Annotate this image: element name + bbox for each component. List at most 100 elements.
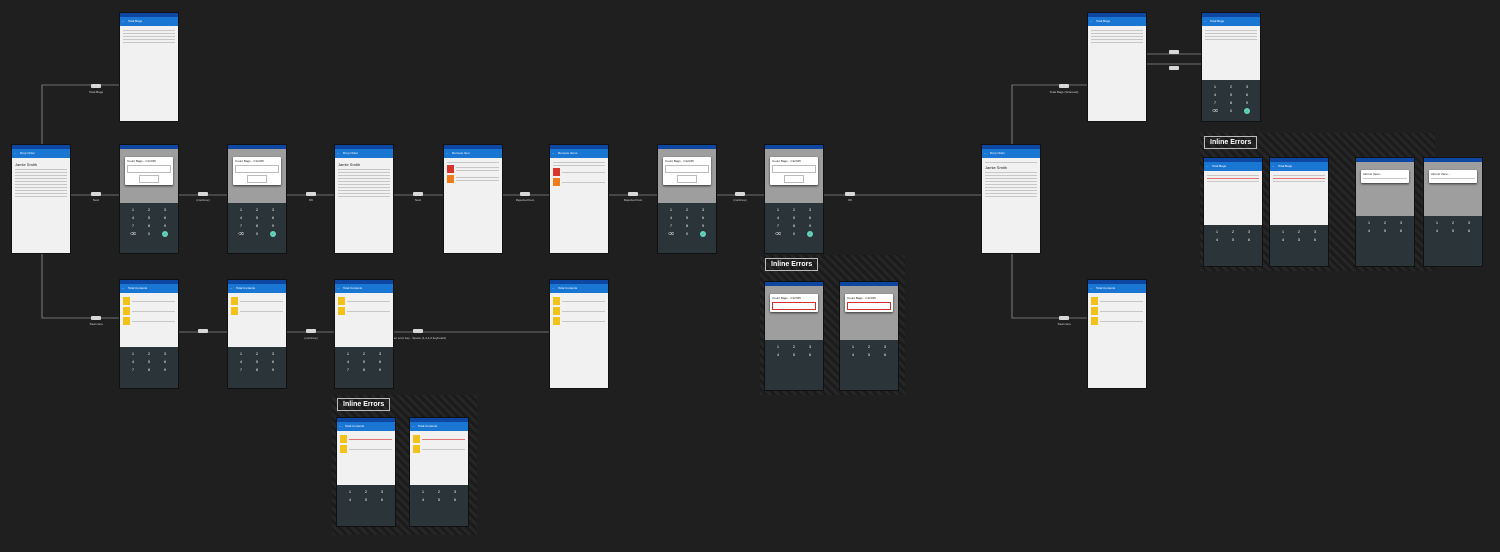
keypad-key[interactable]: 2	[685, 207, 689, 212]
keypad-key[interactable]: 4	[669, 215, 673, 220]
keypad-key[interactable]: 4	[776, 215, 780, 220]
keypad-key[interactable]: 6	[883, 352, 887, 357]
keypad-key[interactable]: 8	[685, 223, 689, 228]
keypad-key[interactable]: 2	[362, 351, 366, 356]
keypad-key[interactable]: 2	[1229, 84, 1233, 89]
keypad-key[interactable]: 5	[147, 215, 151, 220]
keypad-key[interactable]: 2	[867, 344, 871, 349]
keypad-key[interactable]: 6	[271, 215, 275, 220]
keypad-key[interactable]: 2	[364, 489, 368, 494]
keypad-key[interactable]: 5	[1231, 237, 1235, 242]
keypad-key[interactable]: 3	[883, 344, 887, 349]
keypad-key[interactable]: 2	[792, 344, 796, 349]
keypad-key[interactable]: 9	[1245, 100, 1249, 105]
phone-total-bags-2[interactable]: ←Total Bags	[1088, 13, 1146, 121]
keypad-key[interactable]: 6	[808, 215, 812, 220]
keypad-key[interactable]: 5	[867, 352, 871, 357]
keypad-key[interactable]: 7	[669, 223, 673, 228]
keypad-key[interactable]: 0	[255, 231, 259, 236]
keypad-key[interactable]: 9	[378, 367, 382, 372]
keypad-key[interactable]: ⌫	[775, 231, 781, 236]
keypad-key[interactable]: 1	[851, 344, 855, 349]
keypad-key[interactable]: 0	[147, 231, 151, 236]
keypad-key[interactable]: ⌫	[1212, 108, 1218, 113]
keypad-key[interactable]: 5	[255, 215, 259, 220]
keypad-key[interactable]: 6	[378, 359, 382, 364]
keypad-key[interactable]: 2	[437, 489, 441, 494]
keypad-key[interactable]: 8	[147, 223, 151, 228]
keypad-key[interactable]: 6	[163, 359, 167, 364]
keypad-key[interactable]: 3	[1467, 220, 1471, 225]
keypad-key[interactable]: 4	[1367, 228, 1371, 233]
keypad-key[interactable]: 3	[1313, 229, 1317, 234]
keypad-key[interactable]: 5	[147, 359, 151, 364]
keypad-key[interactable]: 4	[346, 359, 350, 364]
keypad-key[interactable]: ✓	[162, 231, 168, 237]
keypad-key[interactable]: 6	[1245, 92, 1249, 97]
keypad-key[interactable]: 1	[131, 207, 135, 212]
keypad-key[interactable]: 3	[808, 207, 812, 212]
keypad-key[interactable]: 3	[1399, 220, 1403, 225]
keypad-key[interactable]: ✓	[270, 231, 276, 237]
keypad-key[interactable]: 9	[163, 367, 167, 372]
keypad-key[interactable]: 1	[1281, 229, 1285, 234]
keypad-key[interactable]: 1	[239, 351, 243, 356]
keypad-key[interactable]: 1	[776, 207, 780, 212]
keypad-key[interactable]: 7	[776, 223, 780, 228]
keypad-key[interactable]: 6	[1467, 228, 1471, 233]
keypad-key[interactable]: 4	[131, 359, 135, 364]
keypad-key[interactable]: 6	[271, 359, 275, 364]
keypad-key[interactable]: 2	[255, 351, 259, 356]
keypad-key[interactable]: 8	[792, 223, 796, 228]
keypad-key[interactable]: 6	[453, 497, 457, 502]
keypad-key[interactable]: 0	[1229, 108, 1233, 113]
keypad-key[interactable]: 3	[271, 207, 275, 212]
keypad-key[interactable]: 3	[271, 351, 275, 356]
keypad-key[interactable]: 9	[808, 223, 812, 228]
keypad-key[interactable]: 7	[1213, 100, 1217, 105]
keypad-key[interactable]: 3	[1245, 84, 1249, 89]
keypad-key[interactable]: 4	[1435, 228, 1439, 233]
keypad-key[interactable]: 4	[239, 359, 243, 364]
phone-total-bags[interactable]: ←Total Bags	[120, 13, 178, 121]
keypad-key[interactable]: 2	[147, 207, 151, 212]
keypad-key[interactable]: 7	[239, 223, 243, 228]
keypad-key[interactable]: 6	[1247, 237, 1251, 242]
keypad-key[interactable]: 3	[380, 489, 384, 494]
keypad-key[interactable]: ✓	[700, 231, 706, 237]
keypad-key[interactable]: 1	[348, 489, 352, 494]
keypad-key[interactable]: 4	[776, 352, 780, 357]
keypad-key[interactable]: 6	[701, 215, 705, 220]
keypad-key[interactable]: ⌫	[130, 231, 136, 236]
keypad-key[interactable]: 1	[421, 489, 425, 494]
keypad-key[interactable]: 8	[1229, 100, 1233, 105]
keypad-key[interactable]: 9	[701, 223, 705, 228]
keypad-key[interactable]: 5	[792, 215, 796, 220]
keypad-key[interactable]: 6	[1399, 228, 1403, 233]
keypad-key[interactable]: 3	[378, 351, 382, 356]
keypad-key[interactable]: 2	[1297, 229, 1301, 234]
phone-total-contents-4[interactable]: ←Total Contents	[550, 280, 608, 388]
keypad-key[interactable]: ⌫	[238, 231, 244, 236]
